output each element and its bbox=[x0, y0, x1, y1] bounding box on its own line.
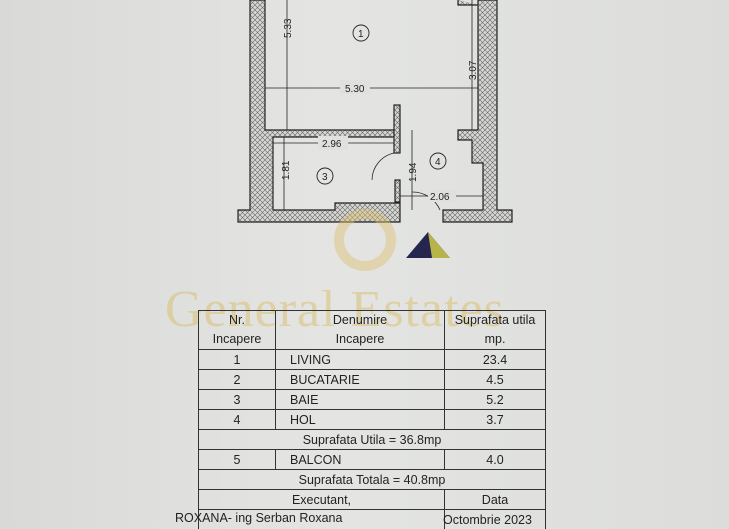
subtotal-row: Suprafata Utila = 36.8mp bbox=[199, 430, 546, 450]
cell-area: 4.5 bbox=[445, 370, 546, 390]
cell-name: BUCATARIE bbox=[276, 370, 445, 390]
dim-bath-height: 1.81 bbox=[281, 160, 292, 180]
cell-name: BALCON bbox=[276, 450, 445, 470]
room-label-1: 1 bbox=[358, 29, 364, 40]
cell-name: HOL bbox=[276, 410, 445, 430]
header-nr: Nr. bbox=[229, 313, 245, 327]
cell-nr: 1 bbox=[199, 350, 276, 370]
cell-nr: 4 bbox=[199, 410, 276, 430]
room-label-4: 4 bbox=[435, 157, 441, 168]
dim-living-height: 5.33 bbox=[283, 18, 294, 38]
cell-area: 3.7 bbox=[445, 410, 546, 430]
total: Suprafata Totala = 40.8mp bbox=[199, 470, 546, 490]
dim-hall-height: 1.94 bbox=[408, 162, 419, 182]
cell-area: 5.2 bbox=[445, 390, 546, 410]
dimension-lines bbox=[265, 0, 483, 210]
cell-area: 23.4 bbox=[445, 350, 546, 370]
header-area: Suprafata utila bbox=[455, 313, 536, 327]
walls bbox=[238, 0, 512, 222]
executant-label: Executant, bbox=[199, 490, 445, 510]
dim-hall-width: 2.06 bbox=[430, 192, 450, 203]
header-name-2: Incapere bbox=[336, 332, 385, 346]
cell-name: LIVING bbox=[276, 350, 445, 370]
dim-living-width: 5.30 bbox=[345, 84, 365, 95]
date-value: Octombrie 2023 bbox=[443, 513, 532, 527]
header-name: Denumire bbox=[333, 313, 387, 327]
floor-plan: 5.30 5.33 3.07 2.96 1.81 1.94 2.06 1 3 4 bbox=[0, 0, 729, 300]
header-nr-2: Incapere bbox=[213, 332, 262, 346]
room-label-3: 3 bbox=[322, 172, 328, 183]
date-label: Data bbox=[445, 490, 546, 510]
cell-nr: 5 bbox=[199, 450, 276, 470]
dim-bath-width: 2.96 bbox=[322, 139, 342, 150]
total-row: Suprafata Totala = 40.8mp bbox=[199, 470, 546, 490]
cell-nr: 2 bbox=[199, 370, 276, 390]
author-signature: ROXANA- ing Serban Roxana bbox=[175, 511, 342, 525]
subtotal: Suprafata Utila = 36.8mp bbox=[199, 430, 546, 450]
dim-living-right: 3.07 bbox=[468, 60, 479, 80]
room-markers bbox=[317, 25, 446, 184]
cell-nr: 3 bbox=[199, 390, 276, 410]
header-area-2: mp. bbox=[485, 332, 506, 346]
cell-area: 4.0 bbox=[445, 450, 546, 470]
executant-row: Executant,Data bbox=[199, 490, 546, 510]
cell-name: BAIE bbox=[276, 390, 445, 410]
